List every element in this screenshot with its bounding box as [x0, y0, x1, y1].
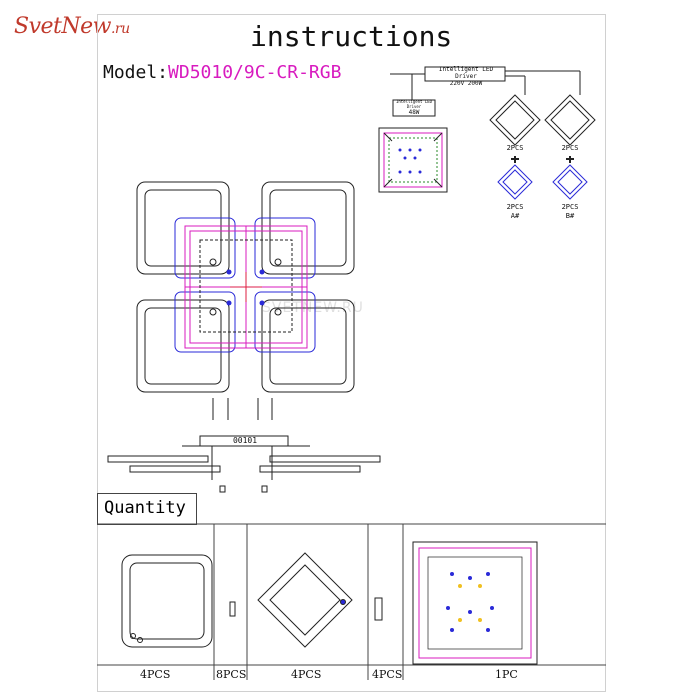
qty-item-led-module: [412, 541, 538, 665]
quantity-header: Quantity: [97, 493, 197, 525]
diamond-light-b: [544, 94, 596, 146]
small-driver-label: Intelligent LED Driver 48W: [394, 99, 434, 116]
model-label: Model:: [103, 62, 169, 83]
diamond-small-a: [497, 164, 533, 200]
main-driver-label: Intelligent LED Driver 220V 200W: [428, 66, 504, 87]
fixture-side-view: [107, 398, 381, 493]
main-driver-rating: 220V 200W: [449, 80, 483, 87]
small-driver-box: [392, 99, 436, 117]
qty-count-diamond-light: 4PCS: [291, 668, 322, 681]
wiring-diagram: [378, 66, 596, 200]
small-driver-rating: 48W: [408, 109, 420, 116]
qty-count-led-module: 1PC: [495, 668, 518, 681]
small-driver-title: Intelligent LED Driver: [395, 99, 433, 109]
logo-suffix: .ru: [110, 21, 130, 37]
group-a-tag: A#: [510, 212, 520, 220]
page-title: instructions: [250, 20, 453, 53]
brand-logo: SvetNew.ru: [14, 14, 130, 39]
qty-item-square-light: [121, 554, 213, 648]
side-view-label: 00101: [232, 436, 258, 445]
diamond-light-a: [489, 94, 541, 146]
logo-main: SvetNew: [14, 14, 111, 39]
group-b-tag: B#: [565, 212, 575, 220]
fixture-top-view: [136, 181, 355, 393]
diamond-small-b: [552, 164, 588, 200]
qty-count-square-light: 4PCS: [140, 668, 171, 681]
model-line: Model:WD5010/9C-CR-RGB: [103, 62, 341, 83]
qty-count-screw: 8PCS: [216, 668, 247, 681]
qty-count-bolt: 4PCS: [372, 668, 403, 681]
qty-item-screw: [229, 601, 236, 617]
model-code: WD5010/9C-CR-RGB: [168, 62, 342, 83]
qty-item-diamond-light: [257, 552, 353, 648]
main-driver-title: Intelligent LED Driver: [438, 66, 494, 80]
group-a-top-count: 2PCS: [506, 144, 524, 152]
group-b-bottom-count: 2PCS: [561, 203, 579, 211]
group-a-bottom-count: 2PCS: [506, 203, 524, 211]
quantity-grid: [97, 523, 606, 680]
group-b-top-count: 2PCS: [561, 144, 579, 152]
instruction-frame: [97, 14, 606, 692]
qty-item-bolt: [374, 597, 383, 621]
led-module-outline: [378, 127, 448, 193]
